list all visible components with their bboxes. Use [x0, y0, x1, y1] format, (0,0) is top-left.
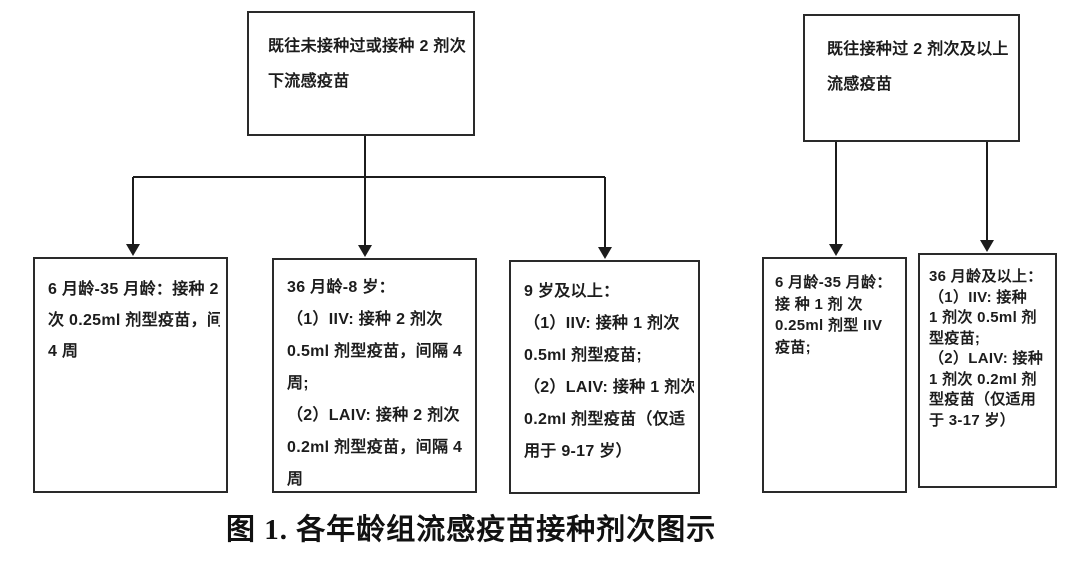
text-line: 型疫苗（仅适用: [929, 391, 1037, 408]
box-age-36-months-to-8-years: 36 月龄-8 岁： （1）IIV: 接种 2 剂次 0.5ml 剂型疫苗，间隔 4…: [272, 258, 477, 493]
text-line: （2）LAIV: 接种 2 剂次: [287, 407, 460, 424]
text-line: 接 种 1 剂 次: [775, 295, 863, 313]
box-age-36-months-and-above-prior: 36 月龄及以上： （1）IIV: 接种 1 剂次 0.5ml 剂型疫苗; （2）LA…: [918, 253, 1057, 488]
box-age-9-years-and-above: 9 岁及以上： （1）IIV: 接种 1 剂次 0.5ml 剂型疫苗; （2）LAIV…: [509, 260, 700, 494]
box-no-prior-or-under-2-doses: 既往未接种过或接种 2 剂次以下流感疫苗: [247, 11, 475, 136]
text-line: （1）IIV: 接种 1 剂次: [524, 315, 680, 332]
text-line: 下流感疫苗: [268, 73, 350, 90]
text-line: 1 剂次 0.5ml 剂: [929, 309, 1037, 326]
text-line: 0.5ml 剂型疫苗，间隔 4: [287, 343, 463, 360]
text-line: 36 月龄及以上：: [929, 268, 1043, 285]
text-line: 0.5ml 剂型疫苗;: [524, 347, 642, 364]
text-line: 次 0.25ml 剂型疫苗，间隔: [48, 312, 220, 329]
text-line: 0.2ml 剂型疫苗，间隔 4: [287, 439, 463, 456]
text-line: 既往未接种过或接种 2 剂次以: [268, 38, 467, 55]
text-line: 于 3-17 岁）: [929, 411, 1016, 429]
box-age-6-35-months: 6 月龄-35 月龄：接种 2 剂次 0.25ml 剂型疫苗，间隔 4 周: [33, 257, 228, 493]
text-line: 周;: [287, 375, 309, 392]
text-line: 9 岁及以上：: [524, 283, 620, 300]
arrowhead-icon: [358, 245, 372, 257]
text-line: 疫苗;: [775, 338, 811, 356]
text-line: 36 月龄-8 岁：: [287, 279, 395, 296]
arrowhead-icon: [980, 240, 994, 252]
box-age-6-35-months-prior: 6 月龄-35 月龄： 接 种 1 剂 次 0.25ml 剂型 IIV 疫苗;: [762, 257, 907, 493]
text-line: （1）IIV: 接种: [929, 288, 1028, 306]
text-line: （1）IIV: 接种 2 剂次: [287, 311, 443, 328]
text-line: 型疫苗;: [929, 329, 981, 347]
figure-caption: 图 1. 各年龄组流感疫苗接种剂次图示: [226, 514, 717, 546]
text-line: 0.25ml 剂型 IIV: [775, 317, 883, 334]
text-line: 6 月龄-35 月龄：接种 2 剂: [48, 281, 220, 298]
text-line: 用于 9-17 岁）: [524, 443, 632, 460]
text-line: 既往接种过 2 剂次及以上: [827, 41, 1009, 58]
text-line: 1 剂次 0.2ml 剂: [929, 370, 1037, 388]
arrowhead-icon: [829, 244, 843, 256]
box-prior-2-or-more-doses: 既往接种过 2 剂次及以上流感疫苗: [803, 14, 1020, 142]
text-line: 6 月龄-35 月龄：: [775, 274, 892, 291]
text-line: （2）LAIV: 接种 1 剂次: [524, 379, 694, 396]
arrowhead-icon: [598, 247, 612, 259]
text-line: 4 周: [48, 343, 79, 360]
text-line: 周: [287, 471, 304, 488]
text-line: 0.2ml 剂型疫苗（仅适: [524, 411, 686, 428]
arrowhead-icon: [126, 244, 140, 256]
text-line: 流感疫苗: [827, 76, 893, 93]
text-line: （2）LAIV: 接种: [929, 350, 1044, 367]
